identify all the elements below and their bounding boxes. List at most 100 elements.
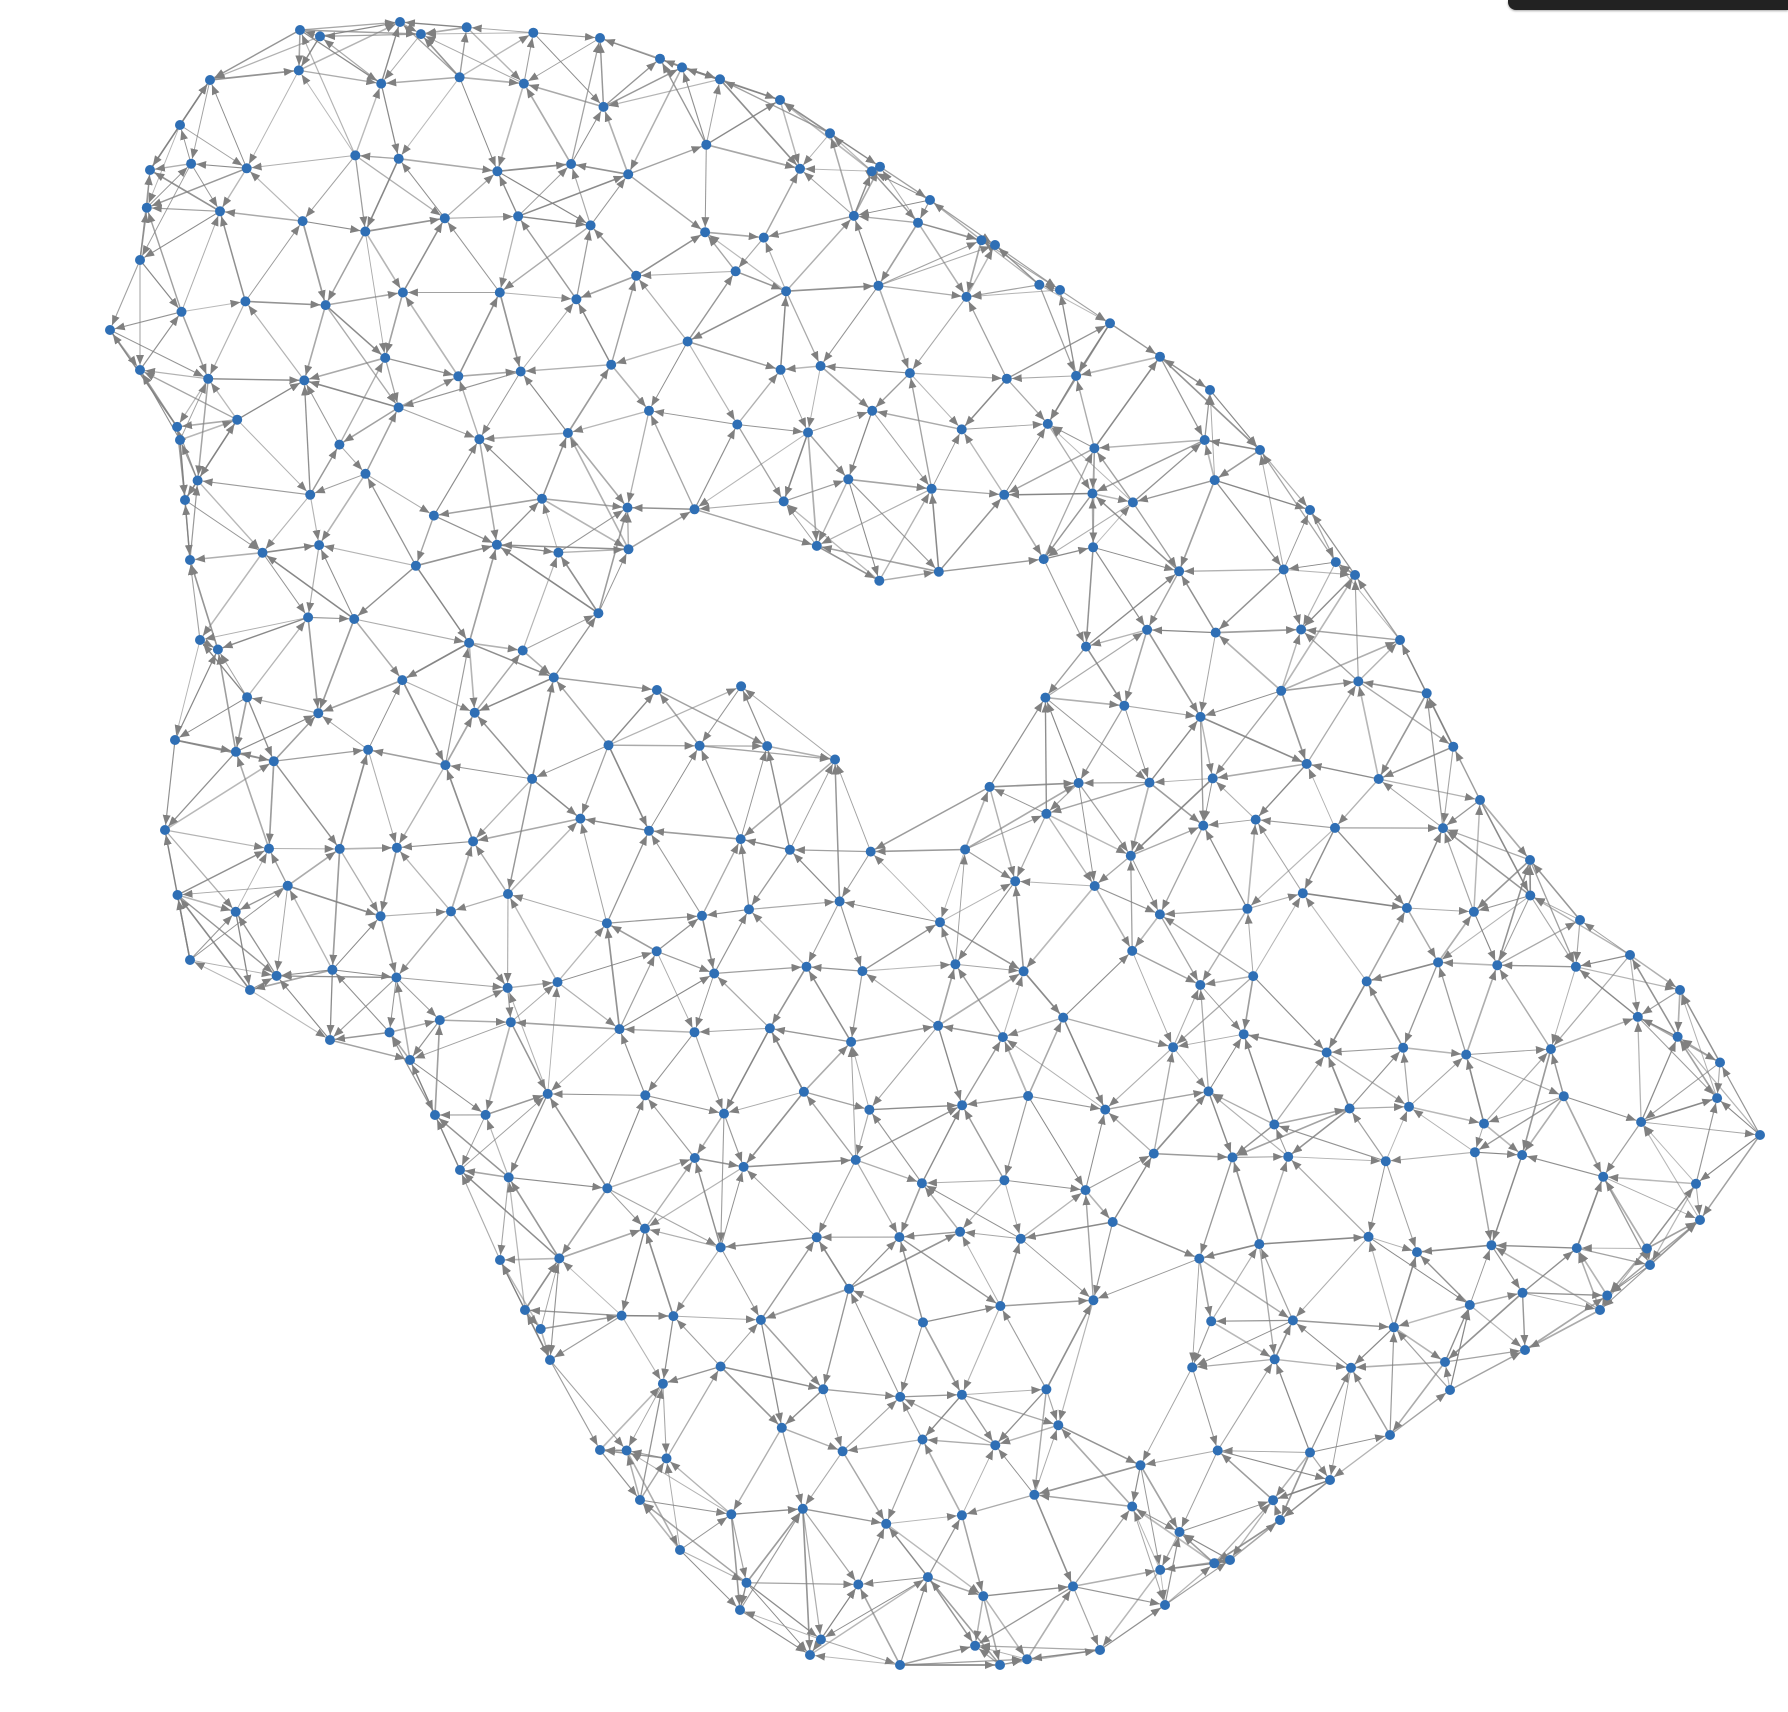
graph-node (960, 844, 971, 855)
graph-edge (621, 1315, 661, 1380)
graph-edge (1576, 1247, 1646, 1266)
graph-edge (1028, 1095, 1101, 1111)
graph-edge (887, 1439, 924, 1520)
graph-edge (925, 1185, 1022, 1240)
graph-edge (814, 1652, 901, 1666)
graph-edge (1039, 1492, 1133, 1508)
graph-edge (1406, 832, 1442, 909)
graph-edge (415, 544, 493, 567)
graph-edge (1207, 1091, 1232, 1153)
graph-edge (321, 473, 367, 542)
graph-node (644, 405, 654, 416)
graph-edge (444, 212, 514, 221)
graph-node (995, 1301, 1006, 1311)
graph-edge (1148, 570, 1180, 626)
graph-node (798, 1086, 809, 1097)
graph-node (825, 128, 835, 139)
graph-edge (871, 410, 930, 486)
graph-edge (1094, 885, 1131, 947)
graph-node (1041, 1384, 1052, 1395)
graph-node (1517, 1287, 1528, 1298)
graph-edge (1349, 1103, 1405, 1112)
graph-edge (1252, 975, 1324, 1050)
graph-edge (515, 1019, 620, 1030)
graph-node (320, 300, 331, 311)
graph-node (1321, 1047, 1332, 1058)
graph-edge (1098, 855, 1132, 884)
graph-edge (1529, 859, 1575, 963)
graph-edge (245, 300, 321, 309)
graph-edge (195, 378, 209, 476)
graph-edge (306, 384, 340, 445)
graph-node (1212, 1445, 1223, 1456)
graph-edge (1465, 969, 1497, 1055)
graph-edge (524, 1262, 558, 1311)
graph-edge (927, 1519, 961, 1578)
graph-node (1275, 1515, 1285, 1525)
graph-node (503, 1172, 514, 1183)
graph-edge (1133, 777, 1214, 853)
graph-edge (248, 70, 300, 165)
graph-edge (779, 296, 790, 370)
graph-edge (877, 285, 909, 369)
graph-edge (1222, 1446, 1311, 1455)
graph-edge (855, 1159, 898, 1233)
graph-edge (806, 1095, 857, 1161)
graph-edge (649, 1228, 721, 1248)
graph-node (393, 153, 404, 164)
graph-edge (1112, 1157, 1152, 1223)
graph-edge (339, 844, 392, 853)
graph-node (689, 1153, 700, 1163)
graph-node (815, 361, 826, 371)
graph-edge (385, 357, 454, 377)
graph-edge (508, 992, 549, 1095)
graph-edge (289, 889, 334, 971)
graph-edge (1385, 1111, 1408, 1162)
graph-edge (1006, 1039, 1106, 1110)
graph-edge (879, 569, 935, 582)
graph-edge (1027, 1095, 1084, 1187)
graph-edge (1252, 897, 1301, 977)
graph-edge (696, 1113, 725, 1155)
graph-node (1255, 445, 1265, 455)
graph-edge (180, 129, 192, 164)
graph-edge (273, 760, 338, 846)
graph-edge (380, 83, 400, 154)
graph-edge (1022, 970, 1061, 1015)
graph-node (595, 1445, 605, 1455)
graph-node (955, 1226, 966, 1237)
graph-edge (1280, 578, 1353, 692)
graph-node (797, 1503, 808, 1514)
graph-edge (941, 849, 966, 918)
graph-edge (858, 199, 931, 217)
graph-edge (871, 170, 916, 220)
graph-node (303, 612, 314, 623)
graph-node (1203, 1086, 1214, 1097)
graph-node (170, 735, 180, 745)
graph-node (1380, 1156, 1391, 1167)
graph-edge (510, 984, 555, 1023)
graph-node (1127, 945, 1138, 956)
graph-edge (886, 1512, 958, 1525)
graph-edge (962, 1179, 1005, 1229)
graph-node (1042, 418, 1053, 429)
graph-edge (287, 851, 337, 887)
graph-node (327, 964, 338, 975)
graph-edge (1578, 1251, 1608, 1296)
graph-edge (928, 493, 940, 572)
graph-edge (1204, 444, 1216, 481)
graph-edge (270, 852, 289, 887)
graph-edge (1474, 1150, 1518, 1159)
graph-edge (927, 1436, 996, 1446)
graph-node (461, 22, 472, 33)
graph-edge (1135, 1508, 1215, 1564)
graph-edge (338, 361, 384, 445)
graph-edge (325, 304, 382, 356)
graph-edge (174, 639, 201, 736)
graph-edge (1082, 1195, 1095, 1301)
graph-node (1346, 1362, 1356, 1373)
graph-edge (859, 1588, 901, 1666)
graph-edge (823, 1388, 896, 1400)
graph-edge (446, 769, 474, 842)
graph-edge (731, 1505, 798, 1515)
